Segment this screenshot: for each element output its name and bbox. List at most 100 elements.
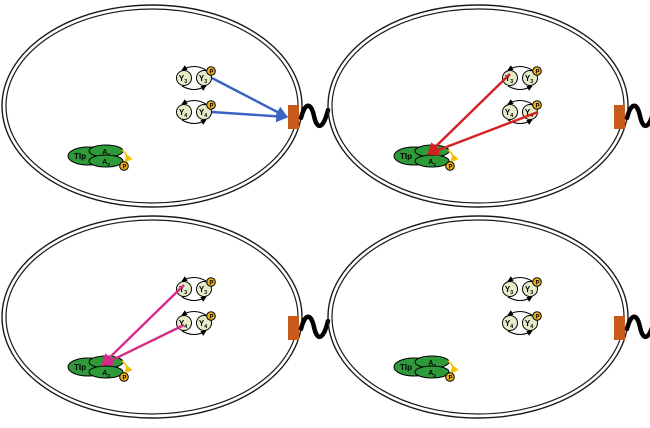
phosphate-circle [206,66,216,76]
autophosphorylation-arrow [121,149,133,163]
a-label-bottom: A3 [102,159,110,167]
y-label-right-sub: 4 [204,324,207,330]
tlp-label: Tlp [400,363,412,372]
phosphate-circle [119,161,129,171]
y-label-left: Y3 [179,74,187,85]
phosphate-circle [445,161,455,171]
signal-arrow [427,73,511,155]
y-label-left: Y4 [505,319,513,330]
y-label-right-sub: 3 [204,79,207,85]
phosphate-icon: P [119,372,129,382]
y-label-right: Y3 [199,285,207,296]
y-label-left-sub: 4 [510,324,513,330]
flagellum-icon [298,103,331,128]
phosphate-icon: P [206,100,216,110]
y-label-right: Y4 [525,108,533,119]
y-label-right: Y3 [525,74,533,85]
y-label-right-sub: 4 [204,113,207,119]
y-label-right-sub: 4 [530,113,533,119]
y-label-left-main: Y [505,74,511,83]
y-label-left: Y3 [179,285,187,296]
tlp-label: Tlp [74,363,86,372]
y-label-left: Y4 [505,108,513,119]
phosphate-icon: P [119,161,129,171]
receptor-icon [288,105,299,129]
phosphate-label: P [209,314,213,320]
cell-outline-icon [1,215,303,419]
phosphate-label: P [209,280,213,286]
y-label-right-main: Y [525,74,531,83]
y-label-left-sub: 4 [510,113,513,119]
cycle-arc-top [181,310,207,316]
cycle-arc-top [507,276,533,282]
phosphate-circle [532,66,542,76]
phosphate-icon: P [532,66,542,76]
cycle-arc-bottom [507,85,533,91]
flagellum-icon [624,314,650,339]
phosphate-icon: P [445,161,455,171]
cell-inner-membrane [331,219,625,415]
phosphate-label: P [448,164,452,170]
signal-arrow [211,110,289,123]
y-label-left-sub: 3 [510,290,513,296]
phosphate-circle [206,100,216,110]
cycle-arc-bottom [181,119,207,125]
y-protein-left [176,281,192,297]
cycle-arc-top [181,276,207,282]
cell-inner-membrane [5,8,299,204]
cell-outline-icon [1,4,303,208]
y-label-right-sub: 3 [530,290,533,296]
y-label-left-main: Y [505,319,511,328]
y-label-left-main: Y [505,108,511,117]
phosphate-label: P [535,103,539,109]
phosphate-icon: P [206,311,216,321]
y-label-right-sub: 3 [530,79,533,85]
y-label-right: Y4 [199,108,207,119]
a-label-bottom-sub: 3 [433,373,436,378]
y-label-right: Y4 [525,319,533,330]
a-label-top-sub: 4 [433,363,436,368]
y-label-left-sub: 3 [184,290,187,296]
a-protein-bottom [88,154,124,168]
cycle-arc-top [507,99,533,105]
cycle-arc-bottom [181,330,207,336]
autophosphorylation-arrow [447,360,459,374]
y-protein-left [502,281,518,297]
a-label-bottom-sub: 3 [107,162,110,167]
y-label-right-main: Y [525,108,531,117]
phosphate-circle [206,311,216,321]
phosphate-circle [532,100,542,110]
a-label-top-sub: 4 [107,152,110,157]
receptor-icon [288,316,299,340]
cycle-arc-top [181,65,207,71]
y-label-left-sub: 4 [184,324,187,330]
y-label-left-main: Y [179,319,185,328]
a-label-bottom-main: A [428,370,433,377]
cell-outline-icon [327,215,629,419]
cycle-arc-bottom [507,330,533,336]
phosphate-icon: P [532,311,542,321]
autophosphorylation-arrow [447,149,459,163]
phosphate-icon: P [206,277,216,287]
y-label-right-main: Y [199,285,205,294]
signal-arrow [426,110,539,156]
phosphate-label: P [535,314,539,320]
phosphate-icon: P [532,277,542,287]
tlp-label: Tlp [400,152,412,161]
y-label-left-sub: 3 [510,79,513,85]
phosphate-label: P [122,164,126,170]
flagellum-icon [624,103,650,128]
phosphate-label: P [209,69,213,75]
autophosphorylation-arrow [121,360,133,374]
a-label-bottom-sub: 3 [107,373,110,378]
y-protein-left [502,70,518,86]
